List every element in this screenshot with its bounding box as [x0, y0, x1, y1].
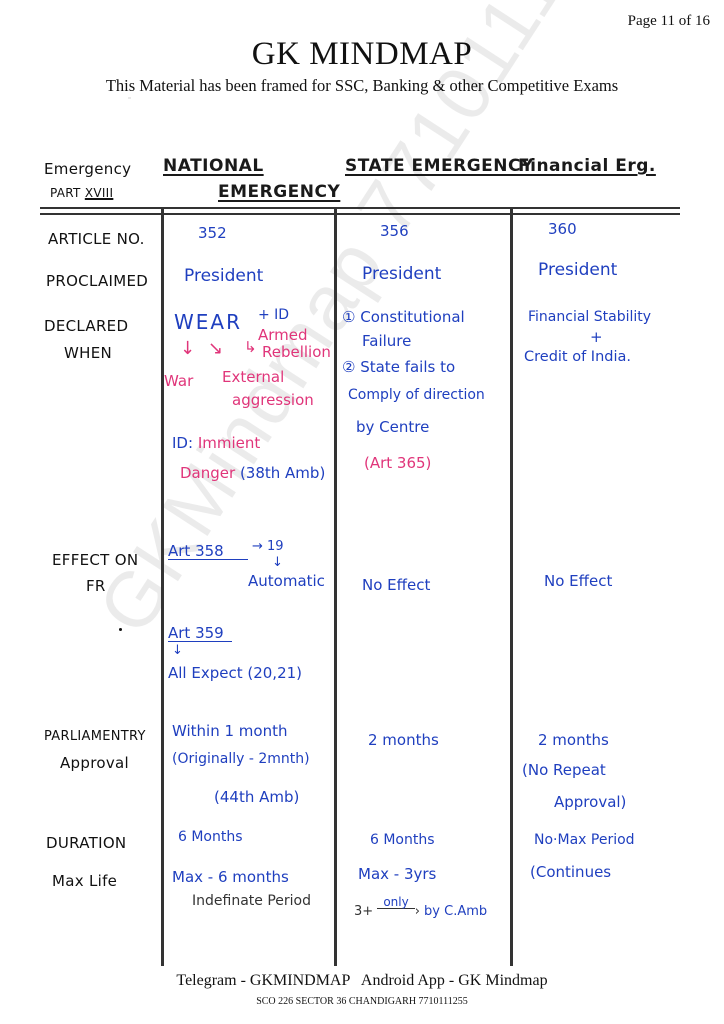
- financial-approval-line1: 2 months: [538, 731, 609, 749]
- row-label-effect-on: Effect On: [52, 551, 139, 569]
- state-max-life-line1: Max - 3yrs: [358, 865, 437, 883]
- national-imminent: Immient: [197, 434, 261, 452]
- row-label-parliamentry: Parliamentry: [44, 729, 146, 744]
- column-divider-2: [334, 208, 337, 966]
- row-label-article: Article No.: [48, 230, 145, 248]
- state-proclaimed: President: [362, 264, 442, 284]
- national-danger-line: Danger (38th Amb): [180, 466, 325, 481]
- national-wear: WEAR: [174, 310, 242, 334]
- column-header-national-line2-wrap: Emergency: [218, 182, 340, 202]
- national-approval-line2: (Originally - 2mnth): [172, 751, 310, 767]
- column-header-national-line1: National: [163, 156, 264, 176]
- national-article: 352: [198, 224, 227, 242]
- state-approval: 2 months: [368, 731, 439, 749]
- state-art-365: (Art 365): [364, 454, 432, 472]
- part-roman: XVIII: [84, 186, 114, 200]
- state-point1-line2: Failure: [362, 332, 412, 350]
- footer-contact: Telegram - GKMINDMAP Android App - GK Mi…: [176, 972, 548, 989]
- column-header-national: National: [163, 156, 264, 176]
- state-duration: 6 Months: [370, 832, 435, 848]
- national-max-life-line1: Max - 6 months: [172, 868, 289, 886]
- column-header-state-text: State Emergency: [345, 156, 534, 176]
- financial-stability: Financial Stability: [528, 309, 652, 325]
- financial-max-life: (Continues: [530, 863, 612, 881]
- financial-proclaimed: President: [538, 260, 618, 280]
- arrow-to-rebellion: ↳: [244, 338, 257, 356]
- row-label-proclaimed: Proclaimed: [46, 272, 149, 290]
- page-number: Page 11 of 16: [627, 13, 710, 29]
- national-id-prefix: ID:: [172, 434, 194, 452]
- state-max-life-prefix: 3+: [354, 904, 374, 919]
- financial-article: 360: [548, 220, 577, 238]
- arrow-right-icon: ›: [414, 904, 420, 919]
- financial-plus: +: [590, 328, 603, 346]
- column-divider-3: [510, 208, 513, 966]
- state-effect-fr: No Effect: [362, 576, 431, 594]
- national-down-arrow: ↓: [272, 555, 283, 570]
- column-divider-1: [161, 208, 164, 966]
- table-top-rule-2: [40, 213, 680, 215]
- national-external: External: [222, 368, 285, 386]
- row-label-approval: Approval: [60, 754, 129, 772]
- national-armed: Armed: [258, 326, 308, 344]
- arrow-to-external: ↘: [208, 338, 224, 359]
- row-label-duration: Duration: [46, 834, 127, 852]
- national-proclaimed: President: [184, 266, 264, 286]
- national-duration: 6 Months: [178, 829, 243, 845]
- corner-label-part: PART XVIII: [50, 186, 113, 200]
- national-max-life-line2: Indefinate Period: [192, 893, 311, 909]
- state-point2-line3: by Centre: [356, 418, 430, 436]
- part-text: PART: [50, 186, 81, 200]
- document-title: GK MINDMAP: [251, 36, 473, 72]
- scan-artifact: "': [128, 98, 131, 103]
- state-point2-line1: ② State fails to: [342, 358, 456, 376]
- national-all-except: All Expect (20,21): [168, 664, 303, 682]
- national-arrow-19: → 19: [252, 539, 284, 554]
- national-approval-line1: Within 1 month: [172, 722, 288, 740]
- financial-duration: No·Max Period: [534, 832, 635, 848]
- financial-credit: Credit of India.: [524, 349, 631, 365]
- column-header-financial: Financial Erg.: [518, 156, 656, 176]
- national-automatic: Automatic: [248, 572, 325, 590]
- state-point2-line2: Comply of direction: [348, 387, 485, 403]
- column-header-financial-text: Financial Erg.: [518, 156, 656, 176]
- national-38th-amendment: (38th Amb): [239, 464, 326, 482]
- state-max-life-suffix: by C.Amb: [424, 904, 488, 919]
- state-max-life-line2: 3+ only› by C.Amb: [354, 896, 488, 919]
- corner-label-emergency: Emergency: [44, 160, 132, 178]
- arrow-to-war: ↓: [180, 338, 196, 359]
- row-label-when: When: [64, 344, 113, 362]
- national-war: War: [164, 372, 194, 390]
- row-label-fr: FR: [86, 577, 106, 595]
- national-art-359: Art 359: [168, 626, 232, 642]
- financial-approval-line3: Approval): [554, 793, 627, 811]
- national-danger: Danger: [180, 464, 236, 482]
- column-header-state: State Emergency: [345, 156, 534, 176]
- national-aggression: aggression: [232, 391, 314, 409]
- national-rebellion: Rebellion: [262, 343, 331, 361]
- national-approval-line3: (44th Amb): [214, 788, 300, 806]
- stray-dot: [119, 628, 122, 631]
- column-header-national-line2: Emergency: [218, 182, 341, 202]
- national-id-line: ID: Immient: [172, 436, 260, 451]
- table-top-rule: [40, 207, 680, 209]
- national-down-arrow-2: ↓: [172, 643, 183, 658]
- national-art-358: Art 358: [168, 544, 248, 560]
- state-point1-line1: ① Constitutional: [342, 308, 465, 326]
- state-article: 356: [380, 222, 409, 240]
- financial-effect-fr: No Effect: [544, 572, 613, 590]
- national-plus-id: + ID: [258, 307, 290, 323]
- row-label-max-life: Max Life: [52, 872, 118, 890]
- financial-approval-line2: (No Repeat: [522, 761, 606, 779]
- footer-address: SCO 226 SECTOR 36 CHANDIGARH 7710111255: [256, 996, 468, 1007]
- document-subtitle: This Material has been framed for SSC, B…: [105, 76, 619, 95]
- row-label-declared: Declared: [44, 317, 129, 335]
- state-max-life-only: only: [377, 896, 415, 909]
